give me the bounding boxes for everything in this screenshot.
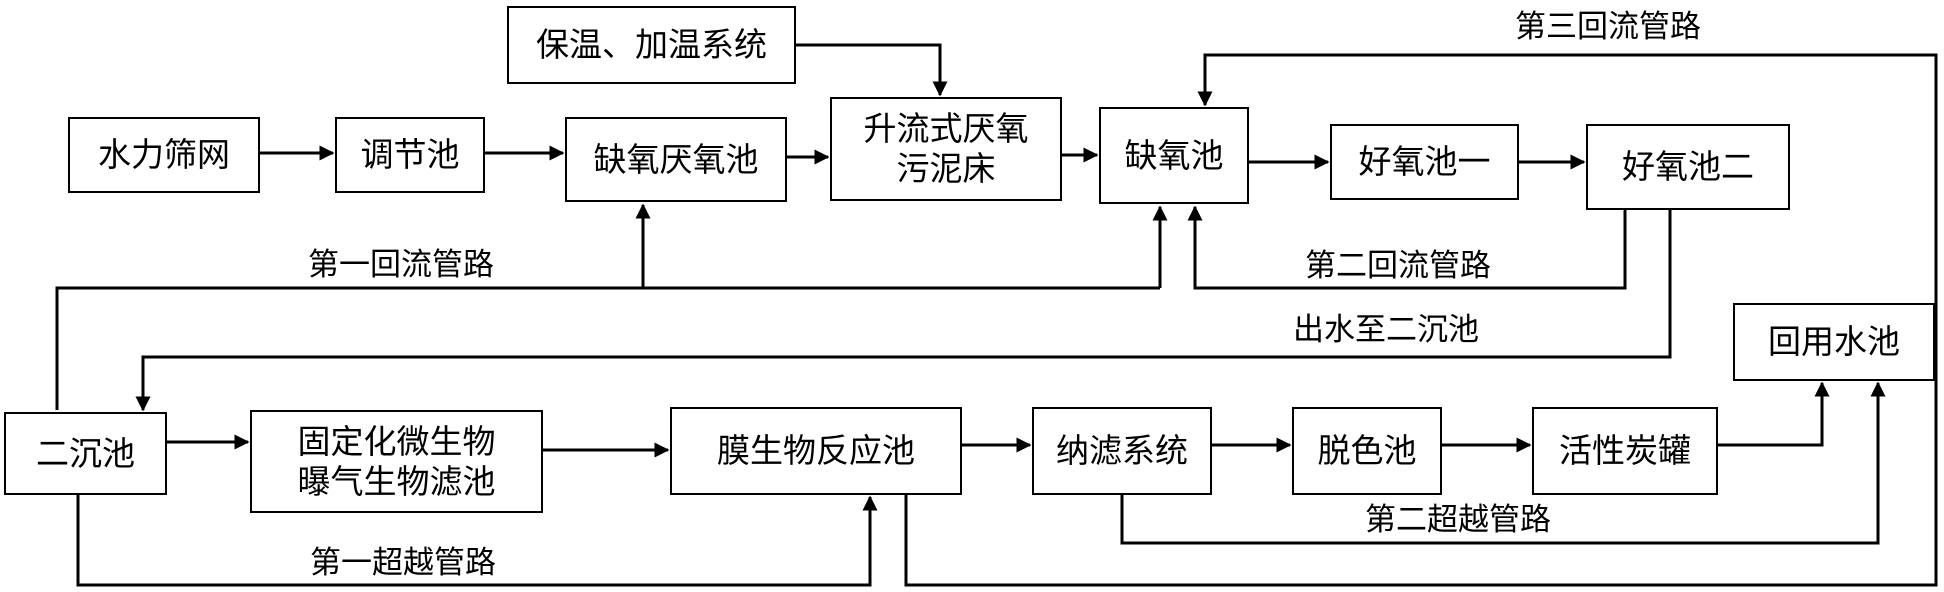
first-reflux-label: 第一回流管路 [308,247,494,283]
aerobic-tank-1-label: 好氧池一 [1358,142,1491,182]
aerobic-tank-2-label: 好氧池二 [1622,147,1754,187]
anoxic-anaerobic-tank-box: 缺氧厌氧池 [565,117,787,202]
third-reflux-label: 第三回流管路 [1515,9,1701,45]
secondary-clarifier-box: 二沉池 [4,412,167,495]
second-bypass-label: 第二超越管路 [1365,502,1551,538]
effluent-to-clarifier-label: 出水至二沉池 [1293,312,1479,348]
regulating-tank-box: 调节池 [335,117,485,193]
second-reflux-label: 第二回流管路 [1305,248,1491,284]
first-reflux-line [55,286,1160,410]
arrow-carbon-to-reuse [1718,381,1830,447]
anoxic-anaerobic-tank-label: 缺氧厌氧池 [593,139,759,179]
hydraulic-screen-label: 水力筛网 [98,135,230,175]
reuse-pool-box: 回用水池 [1733,303,1935,381]
activated-carbon-box: 活性炭罐 [1532,407,1718,495]
baf-box: 固定化微生物 曝气生物滤池 [250,410,543,513]
baf-label: 固定化微生物 曝气生物滤池 [297,421,496,501]
nanofiltration-label: 纳滤系统 [1056,431,1188,471]
activated-carbon-label: 活性炭罐 [1559,431,1691,471]
heating-system-box: 保温、加温系统 [507,6,796,84]
first-bypass-line [76,495,878,587]
mbr-label: 膜生物反应池 [717,431,915,471]
second-bypass-line [1120,381,1886,545]
aerobic-tank-2-box: 好氧池二 [1586,124,1790,210]
uasb-box: 升流式厌氧 污泥床 [830,97,1062,201]
secondary-clarifier-label: 二沉池 [36,433,135,473]
aerobic-tank-1-box: 好氧池一 [1330,124,1519,200]
first-bypass-label: 第一超越管路 [310,545,496,581]
uasb-label: 升流式厌氧 污泥床 [863,109,1029,188]
anoxic-tank-label: 缺氧池 [1124,135,1224,175]
mbr-box: 膜生物反应池 [670,407,962,495]
effluent-to-clarifier-line [135,210,1672,412]
decolor-tank-label: 脱色池 [1317,431,1417,471]
arrow-heating-to-uasb [796,43,948,97]
reuse-pool-label: 回用水池 [1768,322,1900,362]
anoxic-tank-box: 缺氧池 [1099,107,1249,204]
third-reflux-line [904,53,1938,587]
heating-system-label: 保温、加温系统 [536,25,767,65]
regulating-tank-label: 调节池 [360,135,460,175]
second-reflux-line [1187,205,1627,290]
decolor-tank-box: 脱色池 [1292,407,1442,495]
hydraulic-screen-box: 水力筛网 [68,117,260,193]
nanofiltration-box: 纳滤系统 [1032,407,1212,495]
